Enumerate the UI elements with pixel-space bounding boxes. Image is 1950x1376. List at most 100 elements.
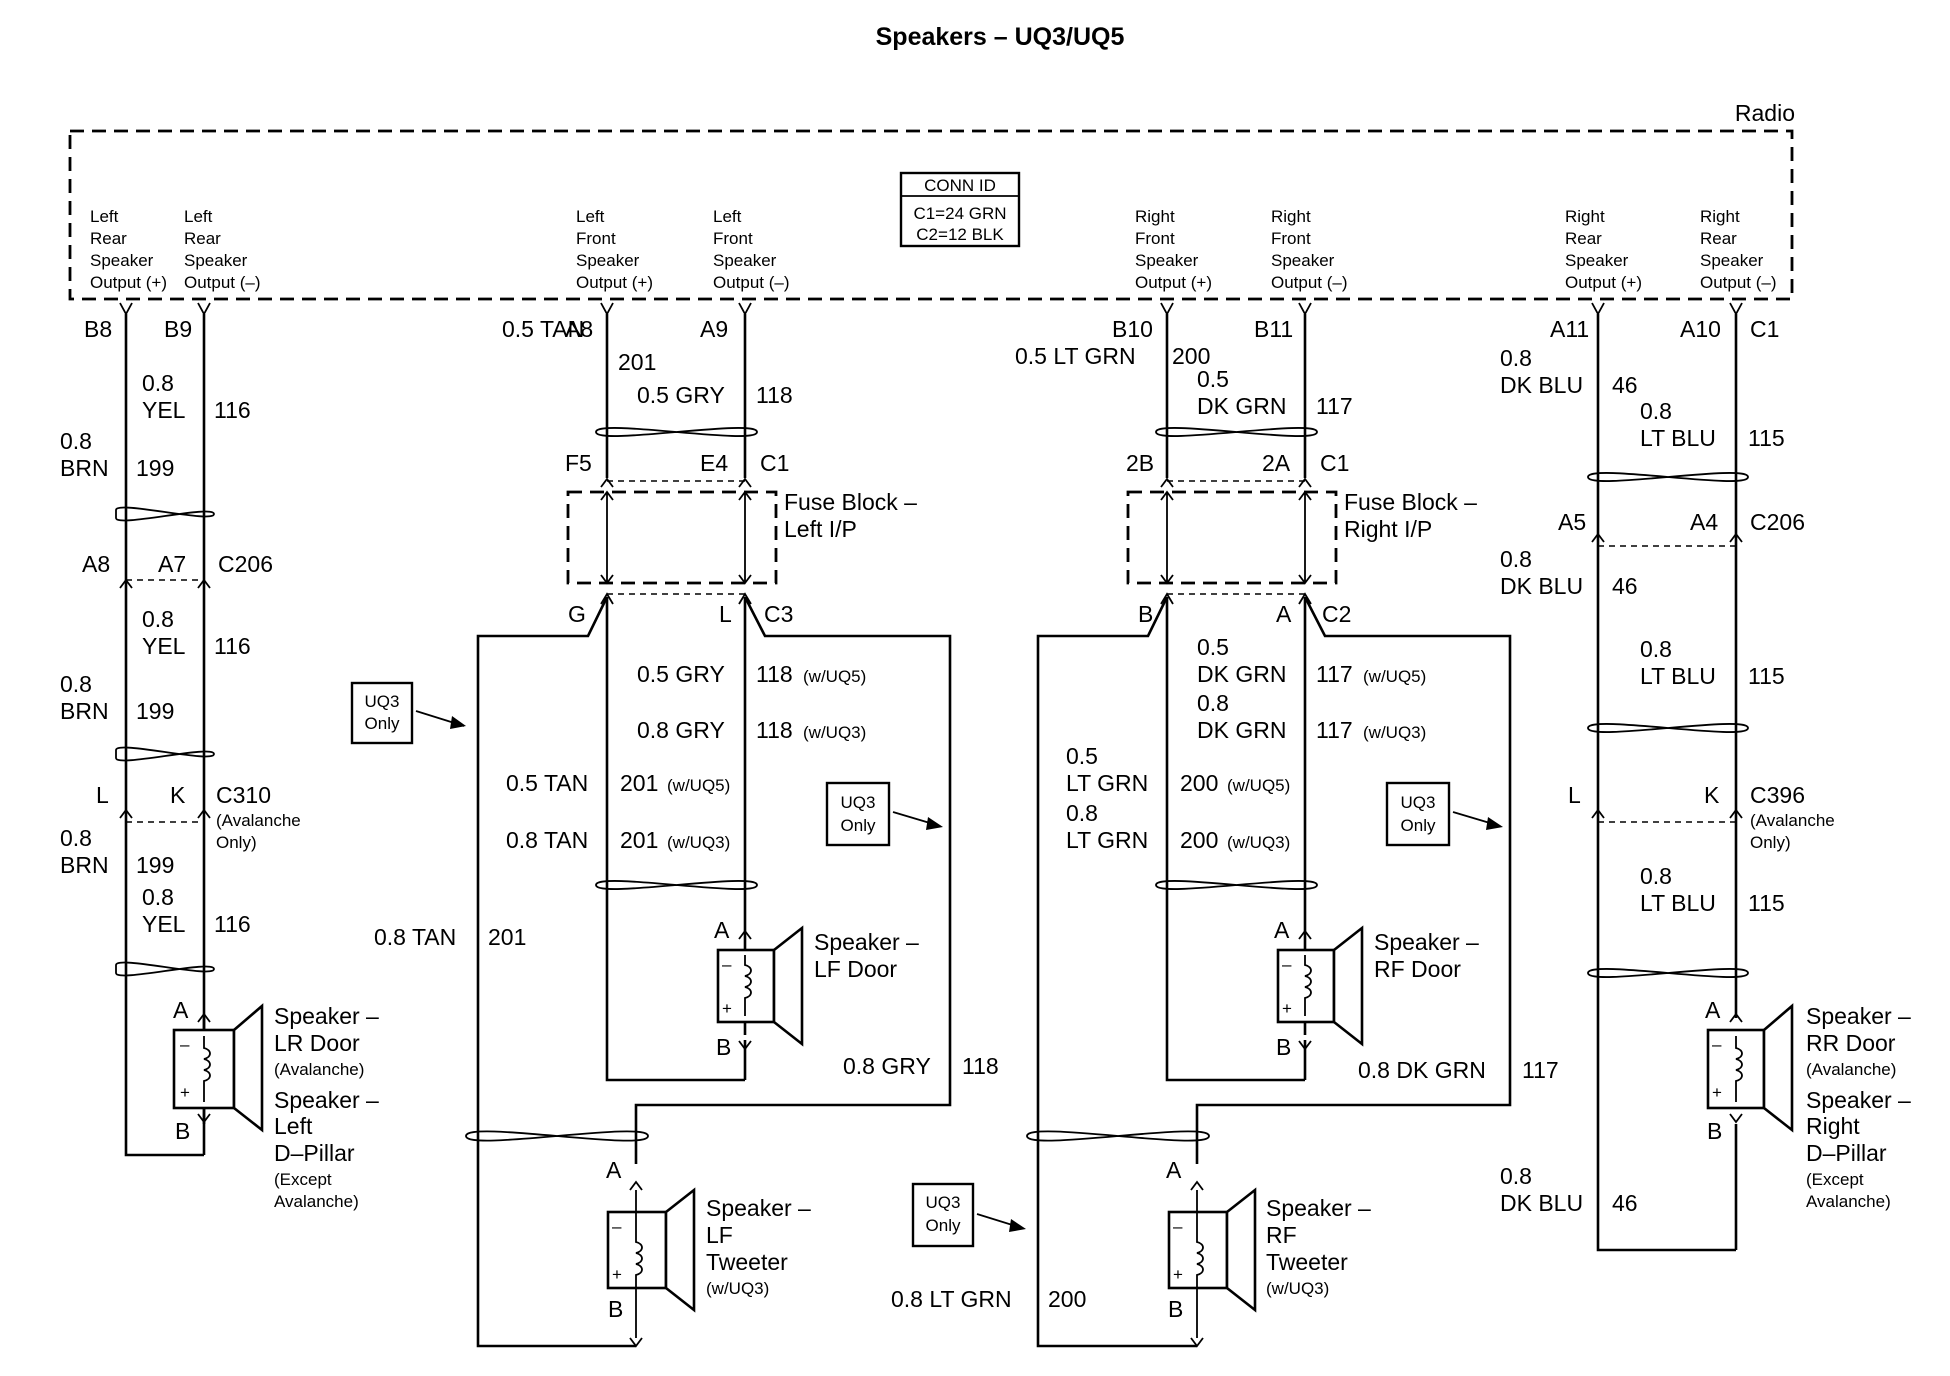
diagram-label: (w/UQ5): [1363, 667, 1426, 686]
diagram-label: B8: [84, 316, 112, 342]
lr-door-speaker: – + A B Speaker – LR Door (Avalanche) Sp…: [172, 997, 379, 1211]
uq3-only-note-1: UQ3 Only: [350, 681, 466, 745]
rf-tweeter-speaker: – + A B Speaker – RF Tweeter (w/UQ3): [1166, 1157, 1371, 1348]
diagram-label: Output (–): [1271, 273, 1348, 292]
diagram-label: 118: [962, 1053, 999, 1079]
diagram-label: Speaker: [1700, 251, 1764, 270]
diagram-label: Output (+): [90, 273, 167, 292]
diagram-label: A4: [1690, 509, 1718, 535]
twist-rr-1: [1587, 472, 1749, 482]
diagram-label: A10: [1680, 316, 1721, 342]
wire-117-tweeter: [1195, 596, 1512, 1164]
diagram-label: +: [1282, 999, 1292, 1018]
diagram-label: Left: [274, 1113, 313, 1139]
diagram-label: 200: [1172, 343, 1210, 369]
diagram-label: –: [1712, 1035, 1722, 1054]
rf-door-speaker: – + A B Speaker – RF Door: [1274, 917, 1479, 1060]
diagram-label: 0.8: [142, 884, 174, 910]
diagram-label: Speaker –: [274, 1003, 379, 1029]
wire-201-tweeter: [476, 596, 636, 1348]
diagram-label: Right: [1700, 207, 1740, 226]
right-front-circuit: B10 B11 0.5 LT GRN 200 0.5 DK GRN 117 2B…: [891, 314, 1559, 1348]
diagram-label: LT GRN: [1066, 770, 1148, 796]
diagram-label: Rear: [1700, 229, 1737, 248]
diagram-label: E4: [700, 450, 728, 476]
twist-lf-1: [595, 427, 758, 437]
diagram-label: Output (–): [184, 273, 261, 292]
diagram-label: 200: [1048, 1286, 1086, 1312]
diagram-label: B: [716, 1034, 731, 1060]
output-label-rf-plus: Right Front Speaker Output (+): [1135, 207, 1212, 292]
diagram-label: BRN: [60, 455, 109, 481]
diagram-label: 0.8 GRY: [843, 1053, 931, 1079]
diagram-label: 200: [1180, 770, 1218, 796]
diagram-label: Speaker: [576, 251, 640, 270]
diagram-label: +: [180, 1083, 190, 1102]
diagram-label: C396: [1750, 782, 1805, 808]
diagram-label: 0.8: [60, 825, 92, 851]
radio-output-labels: Left Rear Speaker Output (+) Left Rear S…: [90, 207, 1777, 292]
diagram-label: –: [722, 955, 732, 974]
diagram-label: DK BLU: [1500, 372, 1583, 398]
diagram-label: 0.5 LT GRN: [1015, 343, 1136, 369]
diagram-label: 116: [214, 911, 251, 937]
diagram-label: B10: [1112, 316, 1153, 342]
lf-tweeter-speaker: – + A B Speaker – LF Tweeter (w/UQ3): [606, 1157, 811, 1348]
diagram-label: Front: [1135, 229, 1175, 248]
diagram-label: 199: [136, 698, 174, 724]
diagram-label: 0.8 GRY: [637, 717, 725, 743]
diagram-label: –: [612, 1217, 622, 1236]
diagram-label: 116: [214, 633, 251, 659]
diagram-label: G: [568, 601, 586, 627]
twist-lf-3: [465, 1130, 649, 1142]
diagram-label: 117: [1316, 717, 1353, 743]
diagram-label: (Except: [274, 1170, 332, 1189]
diagram-label: 0.8: [1500, 546, 1532, 572]
diagram-label: B: [1276, 1034, 1291, 1060]
diagram-label: 0.8: [1500, 345, 1532, 371]
diagram-label: +: [612, 1265, 622, 1284]
diagram-label: Fuse Block –: [1344, 489, 1477, 515]
diagram-label: K: [1704, 782, 1720, 808]
diagram-label: 199: [136, 852, 174, 878]
diagram-label: A: [1705, 997, 1721, 1023]
diagram-label: 0.8: [1640, 398, 1672, 424]
diagram-label: Right: [1565, 207, 1605, 226]
diagram-label: B: [1707, 1118, 1722, 1144]
wire-199: [124, 314, 204, 1157]
wire-118-tweeter: [634, 596, 952, 1164]
diagram-label: 0.5: [1066, 743, 1098, 769]
radio-connector-marks: [119, 302, 1743, 316]
diagram-label: (Avalanche): [1806, 1060, 1896, 1079]
diagram-label: C1: [760, 450, 789, 476]
diagram-label: Fuse Block –: [784, 489, 917, 515]
diagram-label: 0.8: [1500, 1163, 1532, 1189]
output-label-lf-minus: Left Front Speaker Output (–): [713, 207, 790, 292]
diagram-label: (Avalanche): [274, 1060, 364, 1079]
diagram-label: A: [1274, 917, 1290, 943]
diagram-label: UQ3: [841, 793, 876, 812]
diagram-label: 0.8: [60, 428, 92, 454]
diagram-label: LT BLU: [1640, 890, 1716, 916]
diagram-label: L: [719, 601, 732, 627]
diagram-title: Speakers – UQ3/UQ5: [876, 23, 1125, 51]
diagram-label: A5: [1558, 509, 1586, 535]
diagram-label: B: [1168, 1296, 1183, 1322]
diagram-label: L: [96, 782, 109, 808]
diagram-label: C310: [216, 782, 271, 808]
diagram-label: C206: [218, 551, 273, 577]
diagram-label: Output (+): [576, 273, 653, 292]
diagram-label: DK BLU: [1500, 1190, 1583, 1216]
diagram-label: A11: [1550, 316, 1589, 342]
diagram-label: Avalanche): [274, 1192, 359, 1211]
diagram-label: (Avalanche: [1750, 811, 1835, 830]
diagram-label: Left: [184, 207, 213, 226]
diagram-label: A8: [565, 316, 593, 342]
uq3-only-note-2: UQ3 Only: [825, 781, 943, 847]
conn-id-header: CONN ID: [924, 176, 996, 195]
diagram-label: Right: [1271, 207, 1311, 226]
diagram-label: (w/UQ3): [803, 723, 866, 742]
output-label-lf-plus: Left Front Speaker Output (+): [576, 207, 653, 292]
diagram-label: Only: [1401, 816, 1436, 835]
